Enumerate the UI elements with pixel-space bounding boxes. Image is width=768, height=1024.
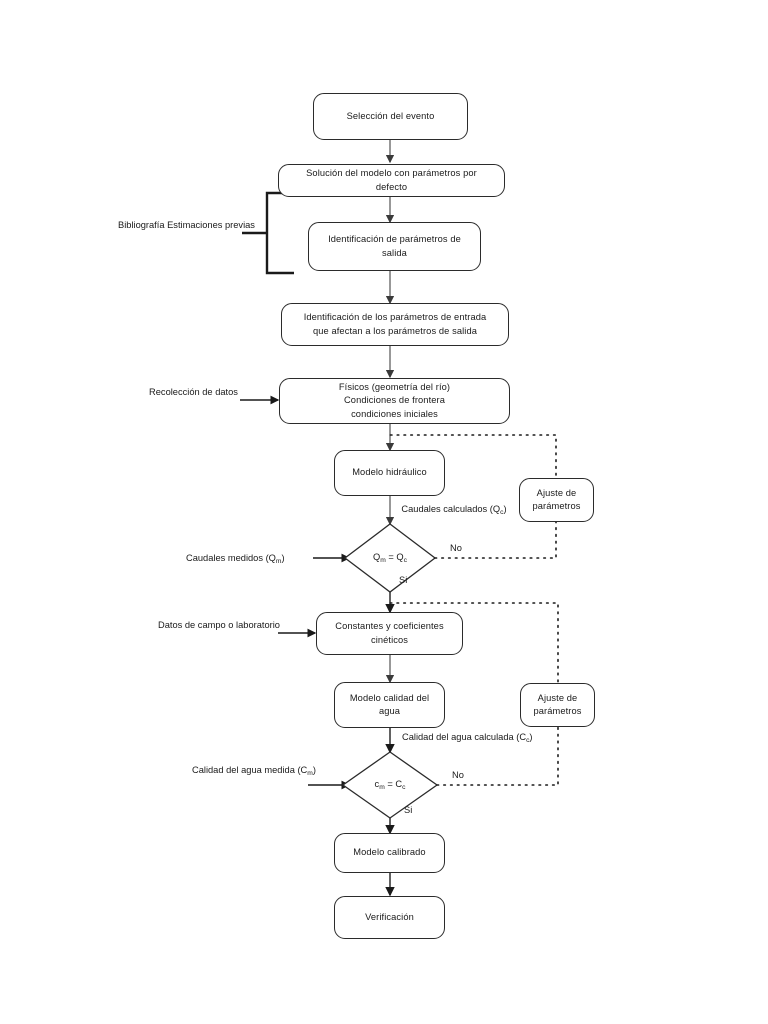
- decision-calidad-operator: =: [387, 779, 393, 789]
- node-solucion-modelo-label: Solución del modelo con parámetros por d…: [306, 168, 477, 192]
- node-modelo-hidraulico[interactable]: Modelo hidráulico: [334, 450, 445, 496]
- node-identificacion-entrada-label: Identificación de los parámetros de entr…: [303, 312, 487, 336]
- branch-label-si-1: Si: [399, 575, 408, 585]
- node-modelo-calibrado[interactable]: Modelo calibrado: [334, 833, 445, 873]
- side-label-caudales-medidos-sub: m: [275, 557, 282, 565]
- decision-caudales-rhs-sub: c: [403, 556, 407, 564]
- decision-caudales-lhs: Q: [372, 552, 381, 562]
- node-modelo-hidraulico-label: Modelo hidráulico: [352, 467, 427, 478]
- node-seleccion-evento-label: Selección del evento: [346, 110, 435, 121]
- side-label-calidad-medida-line1: Calidad del agua: [192, 765, 262, 775]
- node-verificacion-label: Verificación: [365, 911, 414, 922]
- node-ajuste-parametros-2[interactable]: Ajuste de parámetros: [520, 683, 595, 727]
- decision-caudales-diamond: [343, 523, 437, 593]
- side-label-calidad-medida-line2: medida (Cm): [264, 765, 316, 777]
- edge-label-calidad-calculada: Calidad del agua calculada (Cc): [402, 731, 533, 745]
- node-modelo-calibrado-label: Modelo calibrado: [353, 847, 426, 858]
- node-constantes-cineticos[interactable]: Constantes y coeficientes cinéticos: [316, 612, 463, 655]
- edge-label-caudales-calculados-line1: Caudales: [401, 504, 441, 514]
- node-ajuste-parametros-1-label: Ajuste de parámetros: [532, 487, 581, 511]
- feedback-loop-1: [389, 434, 557, 559]
- node-identificacion-entrada[interactable]: Identificación de los parámetros de entr…: [281, 303, 509, 346]
- node-verificacion[interactable]: Verificación: [334, 896, 445, 939]
- side-label-bibliografia-line1: Bibliografía: [118, 220, 165, 230]
- decision-calidad-lhs-sub: m: [379, 783, 385, 791]
- node-fisicos[interactable]: Físicos (geometría del río) Condiciones …: [279, 378, 510, 424]
- edge-label-caudales-calculados: Caudales calculados (Qc): [398, 503, 510, 517]
- node-ajuste-parametros-2-label: Ajuste de parámetros: [533, 692, 582, 716]
- side-label-caudales-medidos-end: ): [281, 553, 285, 563]
- decision-caudales-label: Qm = Qc: [345, 552, 435, 564]
- side-label-bibliografia: Bibliografía Estimaciones previas: [118, 219, 255, 232]
- decision-caudales-lhs-sub: m: [380, 556, 386, 564]
- node-constantes-cineticos-label: Constantes y coeficientes cinéticos: [335, 621, 444, 645]
- side-label-datos-campo-line2: laboratorio: [236, 620, 280, 630]
- decision-caudales-rhs: Q: [396, 552, 404, 562]
- bracket-bibliografia: [265, 191, 294, 275]
- side-label-recoleccion-datos: Recolección de datos: [146, 386, 241, 399]
- node-ajuste-parametros-1[interactable]: Ajuste de parámetros: [519, 478, 594, 522]
- decision-caudales-operator: =: [388, 552, 394, 562]
- side-label-bibliografia-line2: Estimaciones previas: [167, 220, 255, 230]
- decision-calidad-rhs-sub: c: [402, 783, 406, 791]
- decision-calidad-diamond: [341, 751, 439, 819]
- node-identificacion-salida-label: Identificación de parámetros de salida: [328, 234, 461, 258]
- side-label-calidad-medida: Calidad del agua medida (Cm): [192, 764, 316, 779]
- node-modelo-calidad-agua[interactable]: Modelo calidad del agua: [334, 682, 445, 728]
- node-seleccion-evento[interactable]: Selección del evento: [313, 93, 468, 140]
- node-solucion-modelo[interactable]: Solución del modelo con parámetros por d…: [278, 164, 505, 197]
- node-fisicos-label: Físicos (geometría del río) Condiciones …: [338, 381, 451, 419]
- decision-calidad-label: cm = Cc: [345, 779, 435, 791]
- decision-calidad-rhs: C: [395, 779, 403, 789]
- side-label-datos-campo: Datos de campo o laboratorio: [158, 619, 280, 632]
- side-label-recoleccion-line2: datos: [215, 387, 238, 397]
- edge-label-calidad-calculada-line2: calculada (Cc): [474, 732, 533, 744]
- side-label-caudales-medidos-text: Caudales medidos (Q: [186, 553, 276, 563]
- branch-label-no-2: No: [452, 770, 464, 780]
- decision-calidad-lhs: c: [374, 779, 380, 789]
- branch-label-si-2: Si: [404, 805, 413, 815]
- node-modelo-calidad-agua-label: Modelo calidad del agua: [349, 692, 430, 716]
- side-label-caudales-medidos: Caudales medidos (Qm): [186, 552, 316, 567]
- edge-label-caudales-calculados-line2: calculados (Qc): [443, 504, 507, 516]
- side-label-datos-campo-line1: Datos de campo o: [158, 620, 234, 630]
- branch-label-no-1: No: [450, 543, 462, 553]
- edge-label-calidad-calculada-line1: Calidad del agua: [402, 732, 472, 742]
- node-identificacion-salida[interactable]: Identificación de parámetros de salida: [308, 222, 481, 271]
- side-label-recoleccion-line1: Recolección de: [149, 387, 213, 397]
